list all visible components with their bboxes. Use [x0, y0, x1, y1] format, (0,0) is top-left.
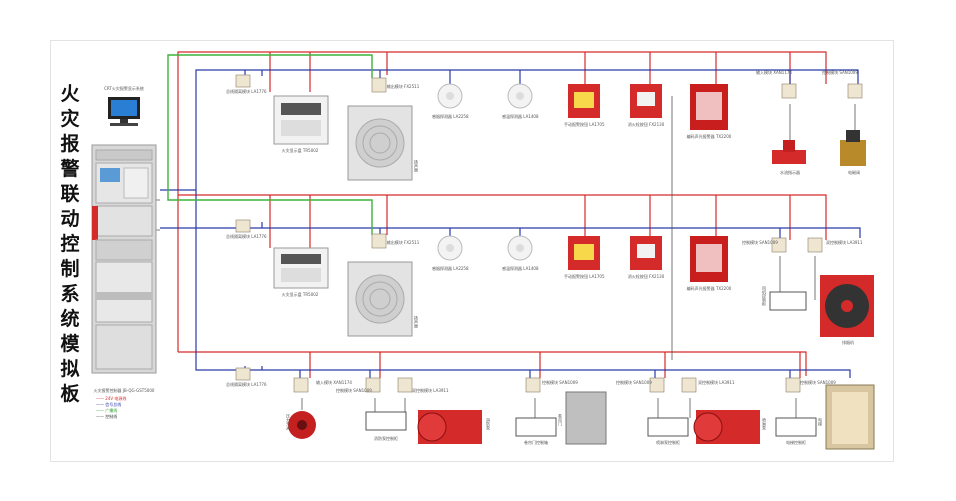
label-display-1: 火灾显示盘 TR5002: [281, 148, 319, 153]
vertical-title: 火灾报警联动控制系统模拟板: [58, 82, 82, 407]
label-control-module-b3: 控制模块 SAN1009: [542, 380, 578, 385]
label-alarm-2: 编码声光报警器 TX2200: [686, 286, 732, 291]
label-elevator-cabinet: 电梯控制柜: [786, 440, 806, 445]
flow-switch-and-valve: [772, 130, 866, 166]
label-control-module-2: 控制模块 SAN1009: [742, 240, 778, 245]
label-io-module-1: 总线隔离模块 LA1776: [226, 89, 267, 94]
title-char: 模: [60, 333, 80, 355]
display-panels: [273, 95, 329, 289]
label-input-module: 输入模块 XAN1174: [756, 70, 792, 75]
label-hydrant-1: 消火栓按钮 FX2130: [627, 122, 665, 127]
label-speaker-box-2: 输出模块 FX2511: [386, 240, 420, 245]
label-fan-cabinet: 风机控制柜: [762, 286, 767, 306]
title-char: 统: [60, 308, 80, 330]
label-smoke-1: 感烟探测器 LA2258: [432, 114, 469, 119]
label-pump-cabinet-2: 喷淋泵控制柜: [656, 440, 680, 445]
label-control-module-b5: 双控制模块 LA3911: [698, 380, 735, 385]
title-char: 系: [60, 283, 80, 305]
label-pump-1: 消防泵: [486, 418, 491, 430]
label-pump-cabinet-1: 消防泵控制柜: [374, 436, 398, 441]
power-lines: [177, 51, 827, 378]
legend-item: —— 24V 电源线: [96, 396, 127, 401]
label-shutter: 卷帘门: [558, 414, 563, 426]
bus-lines: [160, 69, 861, 378]
legend-item: —— 信号总线: [96, 402, 122, 407]
legend: —— 24V 电源线 —— 信号总线 —— 广播线 —— 控制线: [96, 396, 126, 420]
label-fan: 排烟机: [842, 340, 854, 345]
title-char: 动: [60, 208, 80, 230]
label-elevator: 电梯: [818, 418, 823, 426]
detectors: [437, 83, 533, 261]
speakers: [347, 105, 413, 337]
title-char: 控: [60, 233, 80, 255]
label-smoke-2: 感烟探测器 LA2258: [432, 266, 469, 271]
label-heat-1: 感温探测器 LA1408: [502, 114, 539, 119]
title-char: 拟: [60, 358, 80, 380]
label-speaker-box-1: 输出模块 FX2511: [386, 84, 420, 89]
label-flow-switch: 水流指示器: [780, 170, 800, 175]
title-char: 警: [60, 158, 80, 180]
title-char: 灾: [60, 108, 80, 130]
legend-item: —— 控制线: [96, 414, 118, 419]
label-manual-2: 手动报警按钮 LA1705: [564, 274, 605, 279]
label-alarm-1: 编码声光报警器 TX2200: [686, 134, 732, 139]
label-control-module-1: 控制模块 SAN1009: [822, 70, 858, 75]
title-char: 制: [60, 258, 80, 280]
label-control-module-b6: 控制模块 SAN1009: [800, 380, 836, 385]
label-hydrant-2: 消火栓按钮 FX2130: [627, 274, 665, 279]
label-io-module-3: 总线隔离模块 LA1776: [226, 382, 267, 387]
alarm-strobes: [690, 84, 728, 282]
label-speaker-2: 扬声器: [414, 316, 419, 328]
title-char: 火: [60, 83, 80, 105]
label-pressure-switch: 压力开关: [286, 414, 291, 430]
title-char: 联: [60, 183, 80, 205]
label-heat-2: 感温探测器 LA1408: [502, 266, 539, 271]
label-io-module-2: 总线隔离模块 LA1776: [226, 234, 267, 239]
label-display-2: 火灾显示盘 TR5002: [281, 292, 319, 297]
module-boxes: [235, 74, 863, 393]
bottom-devices: [288, 384, 875, 450]
label-computer: CRT火灾报警显示系统: [104, 86, 144, 91]
control-cabinet: [91, 144, 157, 374]
label-shutter-cabinet: 卷帘门控制箱: [524, 440, 548, 445]
monitor-icon: [108, 97, 140, 126]
label-valve: 电磁阀: [848, 170, 860, 175]
label-control-module-b2: 双控制模块 LA3911: [412, 388, 449, 393]
fan-group: [769, 275, 874, 337]
diagram-board: [50, 40, 894, 462]
label-control-module-b1: 控制模块 SAN1009: [336, 388, 372, 393]
label-input-module-b: 输入模块 XAN1174: [316, 380, 352, 385]
legend-item: —— 广播线: [96, 408, 118, 413]
broadcast-lines: [167, 54, 373, 235]
label-speaker-1: 扬声器: [414, 160, 419, 172]
title-char: 板: [60, 383, 80, 405]
label-pump-2: 喷淋泵: [762, 418, 767, 430]
label-control-module-3: 双控制模块 LA3911: [826, 240, 863, 245]
label-cabinet: 火灾报警控制器 JB-QG-GST5000: [93, 388, 155, 393]
label-manual-1: 手动报警按钮 LA1705: [564, 122, 605, 127]
title-char: 报: [60, 133, 80, 155]
red-buttons: [568, 84, 662, 270]
label-control-module-b4: 控制模块 SAN1009: [616, 380, 652, 385]
